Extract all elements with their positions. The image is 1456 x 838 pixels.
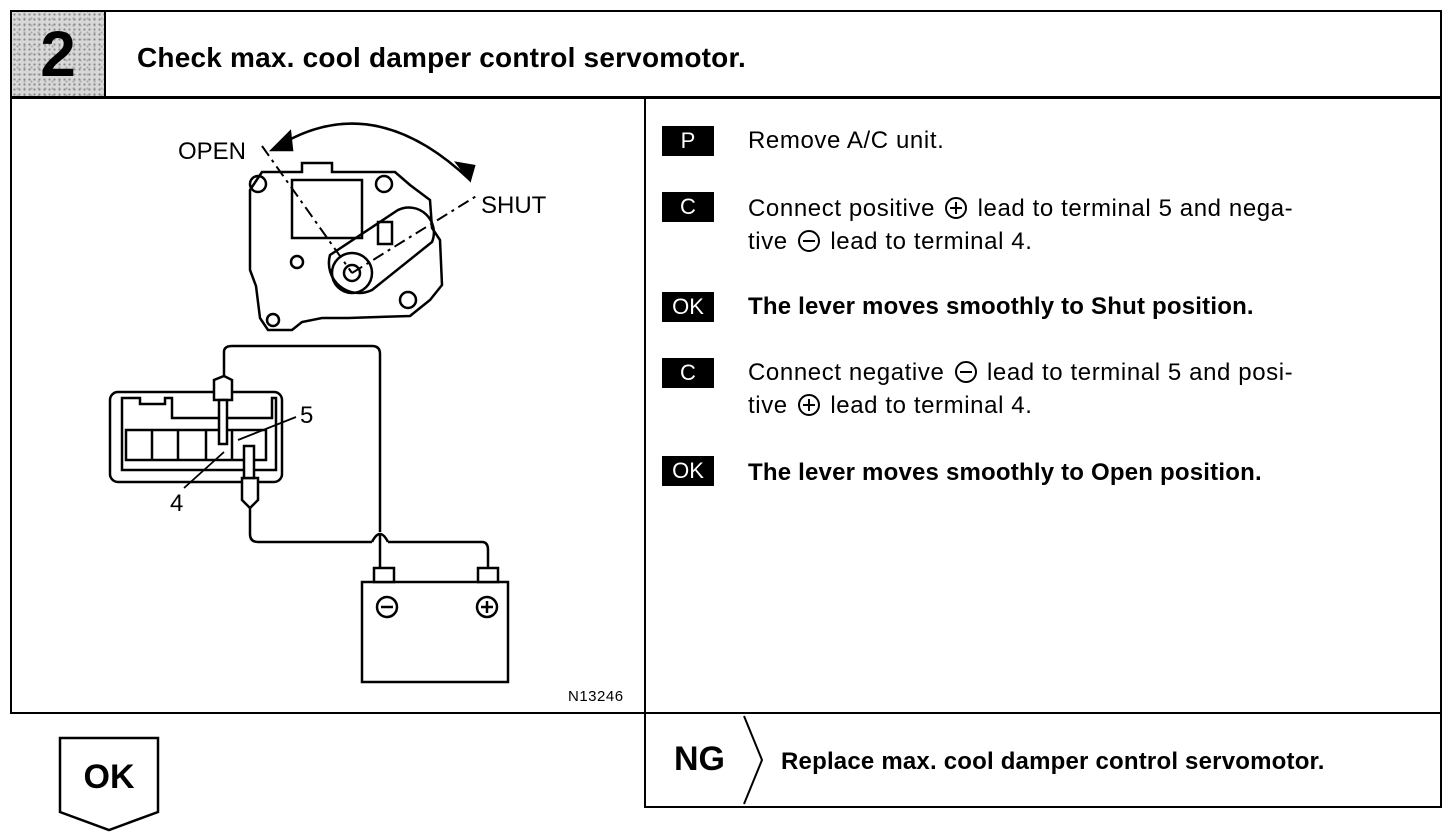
terminal-5-label: 5 <box>300 402 314 429</box>
minus-circle-icon <box>798 230 821 252</box>
step-number-badge: 2 <box>10 10 106 98</box>
step-text: Remove A/C unit. <box>748 127 945 154</box>
minus-circle-icon <box>954 361 977 383</box>
step-tag-ok: OK <box>662 456 714 486</box>
step-tag-ok: OK <box>662 292 714 322</box>
figure-reference: N13246 <box>568 688 624 705</box>
chevron-right-icon <box>743 715 764 805</box>
step-result-text: The lever moves smoothly to Shut positio… <box>748 293 1254 320</box>
battery <box>360 580 510 684</box>
plus-circle-icon <box>945 197 968 219</box>
ng-action-text: Replace max. cool damper control servomo… <box>781 748 1325 775</box>
step-tag-prepare: P <box>662 126 714 156</box>
shut-label: SHUT <box>481 192 547 219</box>
damper-lever <box>327 206 436 295</box>
page-title: Check max. cool damper control servomoto… <box>137 42 747 73</box>
ok-label: OK <box>83 758 135 796</box>
terminal-4-label: 4 <box>170 490 184 517</box>
connector-body <box>108 390 284 484</box>
step-text-connect-positive: Connect positive lead to terminal 5 and … <box>748 195 1294 255</box>
column-divider <box>644 97 646 714</box>
step-number: 2 <box>40 18 76 90</box>
lever-swing-arc <box>271 122 471 181</box>
servomotor-housing <box>248 161 444 332</box>
step-tag-check: C <box>662 192 714 222</box>
step-result-text: The lever moves smoothly to Open positio… <box>748 459 1262 486</box>
ng-result-box <box>644 712 1442 808</box>
step-tag-check: C <box>662 358 714 388</box>
wire-positive <box>222 344 382 532</box>
servomotor-wiring-diagram <box>108 122 510 684</box>
step-text-connect-negative: Connect negative lead to terminal 5 and … <box>748 359 1294 419</box>
open-label: OPEN <box>178 138 247 165</box>
ok-arrow-box <box>58 736 160 832</box>
plus-circle-icon <box>798 394 821 416</box>
ng-label: NG <box>674 740 725 778</box>
